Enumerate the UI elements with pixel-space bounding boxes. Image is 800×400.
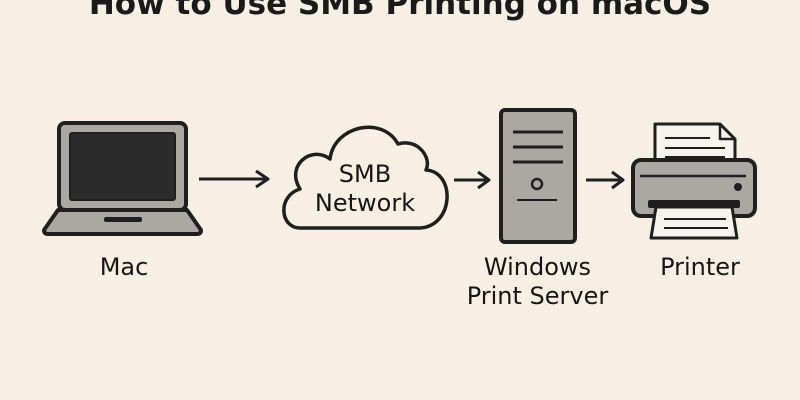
- server-label-line2: Print Server: [466, 282, 609, 310]
- server-tower-icon: [499, 108, 577, 244]
- cloud-icon: [282, 125, 449, 230]
- laptop-icon: [42, 121, 203, 236]
- diagram-title: How to Use SMB Printing on macOS: [88, 0, 712, 22]
- arrow-right-icon: [586, 170, 625, 190]
- arrow-right-icon: [454, 170, 491, 190]
- network-label-line1: SMB: [338, 160, 392, 188]
- server-label-line1: Windows: [483, 253, 592, 281]
- printer-label: Printer: [660, 253, 740, 281]
- arrow-right-icon: [199, 169, 270, 189]
- printer-icon: [631, 122, 757, 240]
- mac-label: Mac: [99, 253, 149, 281]
- network-label-line2: Network: [314, 189, 416, 217]
